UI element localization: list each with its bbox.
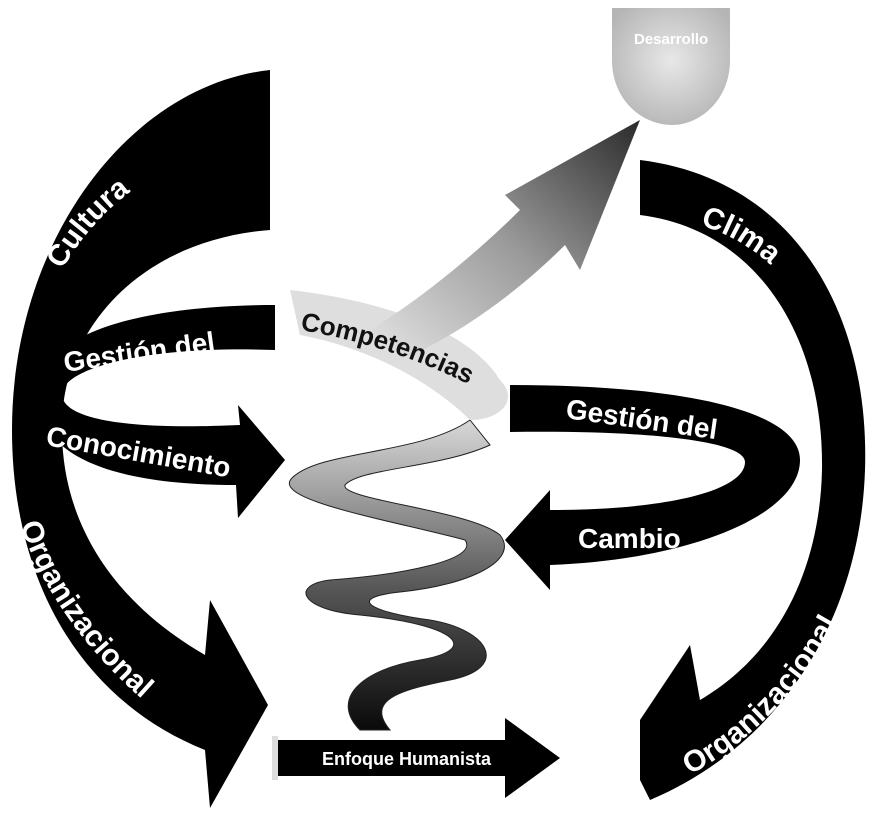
right-inner-band-arrow [505,385,800,590]
enfoque-arrow [272,718,560,798]
label-enfoque-humanista: Enfoque Humanista [322,749,492,769]
label-desarrollo: Desarrollo [634,31,708,48]
label-organizacional-right: Organizacional [677,610,844,781]
right-outer-arrow [640,160,866,800]
left-outer-arrow [12,70,270,808]
up-growth-arrow [370,120,640,360]
label-cambio: Cambio [578,523,681,554]
left-inner-band-arrow [38,305,285,518]
desarrollo-shape [612,8,730,125]
